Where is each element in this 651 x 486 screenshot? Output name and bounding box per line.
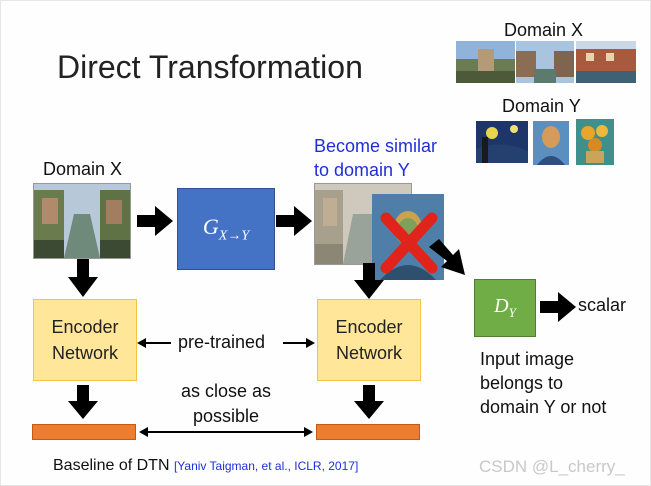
left-feature-bar — [32, 424, 136, 440]
arrow-down-left-encoder — [68, 259, 98, 297]
discriminator-box: DY — [474, 279, 536, 337]
become-similar-line-2: to domain Y — [314, 160, 410, 180]
arrow-down-right-feature — [354, 385, 384, 419]
close-line-1: as close as — [180, 381, 272, 401]
input-image-line-2: belongs to — [480, 373, 564, 393]
starry-night-painting — [476, 121, 528, 163]
right-encoder-network: Encoder Network — [317, 299, 421, 381]
crossed-portrait — [372, 194, 444, 280]
discriminator-label: D — [494, 295, 509, 317]
become-similar-line-1: Become similar — [314, 136, 438, 156]
arrow-down-right-encoder — [354, 263, 384, 299]
top-domain-y-label: Domain Y — [502, 96, 581, 116]
pretrained-double-arrow — [137, 338, 315, 348]
arrow-to-scalar — [540, 292, 576, 322]
caption-citation: [Yaniv Taigman, et al., ICLR, 2017] — [173, 459, 359, 473]
input-image-line-3: domain Y or not — [480, 397, 607, 417]
domain-y-sample-images — [476, 119, 614, 165]
domain-x-sample-images — [456, 41, 636, 83]
watermark: CSDN @L_cherry_ — [479, 457, 625, 476]
right-feature-bar — [316, 424, 420, 440]
scalar-label: scalar — [578, 295, 627, 315]
domain-x-label: Domain X — [43, 159, 123, 179]
arrow-down-left-feature — [68, 385, 98, 419]
caption-text: Baseline of DTN — [53, 457, 170, 474]
caption: Baseline of DTN [Yaniv Taigman, et al., … — [53, 457, 358, 475]
arrow-to-generator — [137, 206, 173, 236]
pretrained-label: pre-trained — [178, 332, 266, 352]
input-image-line-1: Input image — [480, 349, 575, 369]
feature-double-arrow — [139, 427, 313, 437]
slide-title: Direct Transformation — [57, 49, 363, 85]
left-encoder-line-1: Encoder — [51, 317, 119, 337]
sunflowers-painting — [576, 119, 614, 165]
become-similar-text: Become similar to domain Y — [314, 134, 437, 182]
close-line-2: possible — [192, 406, 260, 426]
generator-subscript: X→Y — [218, 228, 250, 244]
red-cross-icon — [380, 212, 438, 274]
domain-x-photo-1 — [456, 41, 515, 83]
right-encoder-line-1: Encoder — [335, 317, 403, 337]
domain-x-photo-2 — [516, 41, 574, 83]
discriminator-subscript: Y — [508, 305, 516, 320]
top-domain-x-label: Domain X — [504, 20, 584, 40]
right-encoder-line-2: Network — [335, 343, 402, 363]
input-canal-photo — [33, 183, 131, 259]
van-gogh-self-portrait — [533, 121, 569, 165]
close-as-possible-text: as close as possible — [161, 379, 291, 429]
left-encoder-network: Encoder Network — [33, 299, 137, 381]
left-encoder-line-2: Network — [51, 343, 118, 363]
arrow-to-discriminator — [429, 239, 465, 275]
arrow-to-output — [276, 206, 312, 236]
input-image-description: Input image belongs to domain Y or not — [480, 347, 606, 419]
generator-box: GX→Y — [177, 188, 275, 270]
domain-x-photo-3 — [576, 41, 636, 83]
generator-label: G — [202, 213, 219, 239]
